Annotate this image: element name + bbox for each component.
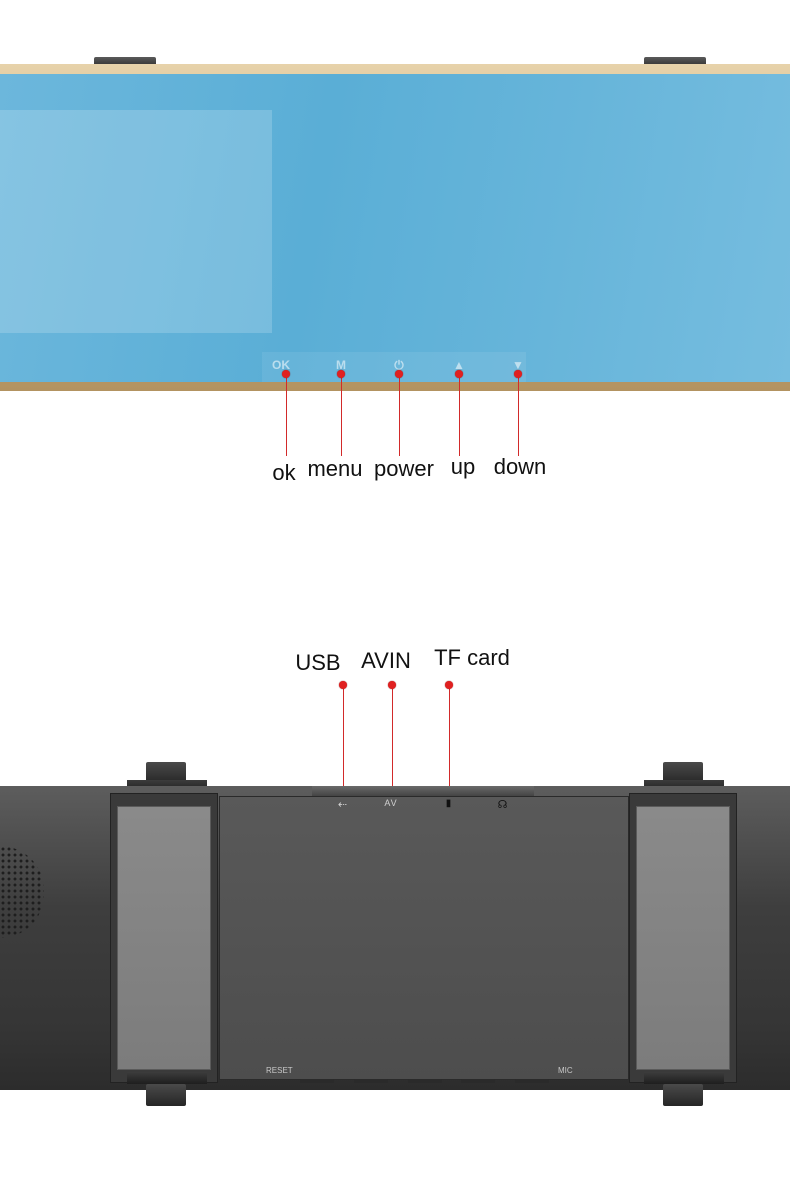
callout-label-down: down [493, 454, 547, 479]
up-button[interactable]: ▲ [453, 358, 465, 372]
callout-label-menu: menu [307, 456, 363, 481]
bottom-key[interactable] [408, 1079, 442, 1083]
reset-label: RESET [266, 1066, 293, 1075]
callout-line [392, 685, 393, 786]
left-rubber-pad [117, 806, 211, 1070]
power-button[interactable]: ⏻ [394, 358, 404, 372]
callout-label-power: power [374, 456, 434, 481]
callout-dot [339, 681, 347, 689]
callout-dot [282, 370, 290, 378]
callout-line [399, 374, 400, 456]
callout-dot [514, 370, 522, 378]
down-button[interactable]: ▼ [512, 358, 524, 372]
callout-line [459, 374, 460, 456]
av-icon: AV [384, 798, 398, 808]
bottom-key[interactable] [354, 1079, 388, 1083]
mirror-top-clip-right [644, 57, 706, 67]
back-clip-bar-bottom-right [644, 1072, 724, 1084]
mirror-screen [0, 74, 790, 382]
usb-icon: ⇠ [337, 799, 349, 811]
ok-button[interactable]: OK [272, 358, 290, 372]
callout-dot [395, 370, 403, 378]
callout-line [343, 685, 344, 786]
back-clip-top-left [146, 762, 186, 784]
bottom-key[interactable] [515, 1079, 549, 1083]
back-clip-top-right [663, 762, 703, 784]
back-panel [219, 796, 629, 1080]
back-clip-bottom-right [663, 1084, 703, 1106]
menu-button[interactable]: M [336, 358, 346, 372]
port-strip [312, 786, 534, 796]
back-clip-bar-bottom-left [127, 1072, 207, 1084]
back-clip-bottom-left [146, 1084, 186, 1106]
callout-line [286, 374, 287, 456]
callout-label-up: up [450, 454, 476, 479]
callout-label-ok: ok [272, 460, 296, 485]
button-strip [262, 352, 526, 382]
callout-dot [337, 370, 345, 378]
bottom-key[interactable] [300, 1079, 334, 1083]
bottom-key[interactable] [461, 1079, 495, 1083]
mirror-top-clip-left [94, 57, 156, 67]
callout-label-usb: USB [295, 650, 341, 675]
callout-dot [445, 681, 453, 689]
callout-label-tf-card: TF card [434, 645, 510, 670]
callout-dot [455, 370, 463, 378]
mic-label: MIC [558, 1066, 573, 1075]
right-rubber-pad [636, 806, 730, 1070]
tf-card-icon: ▮ [445, 798, 453, 809]
callout-line [449, 685, 450, 786]
callout-dot [388, 681, 396, 689]
callout-line [341, 374, 342, 456]
callout-line [518, 374, 519, 456]
screen-reflection [0, 110, 272, 333]
headphone-icon: ☊ [497, 799, 509, 811]
callout-label-avin: AVIN [361, 648, 411, 673]
